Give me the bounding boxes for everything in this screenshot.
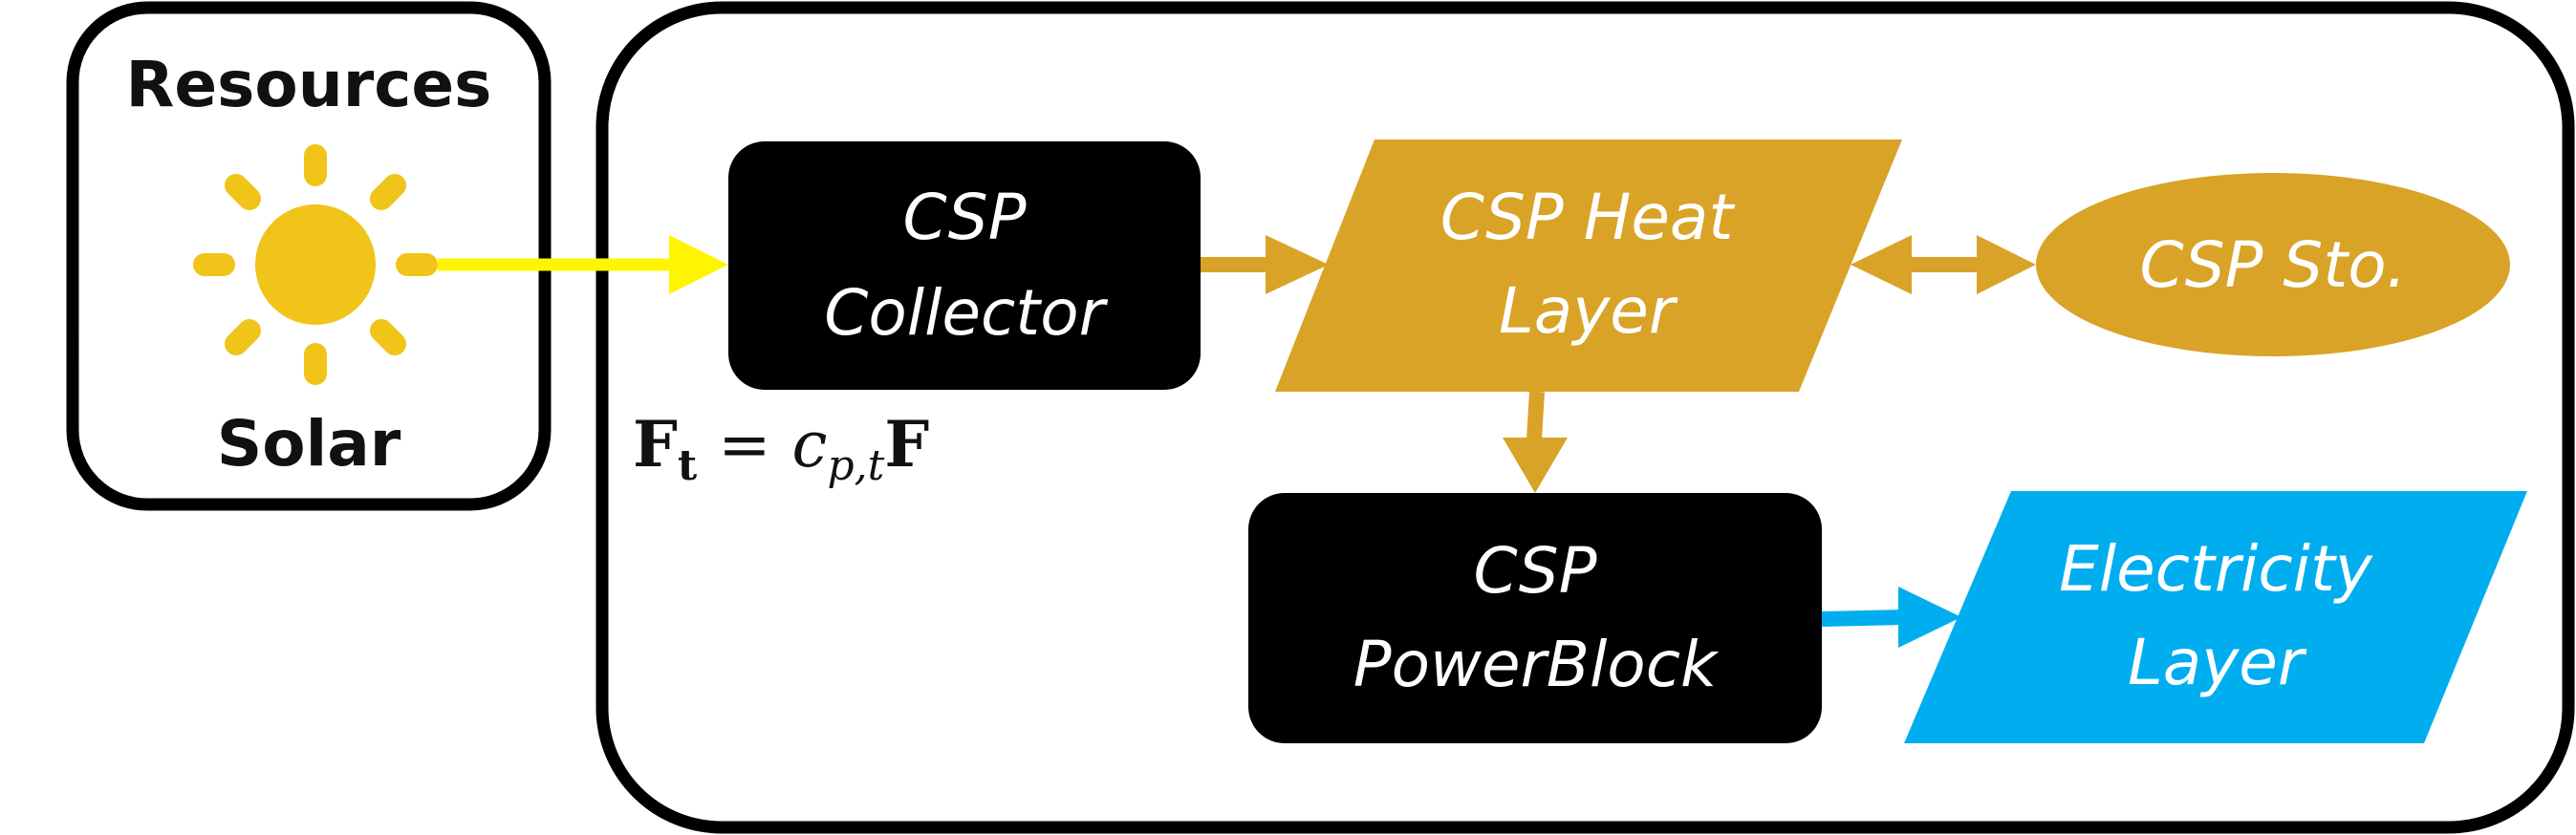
csp-collector-label-line2: Collector — [824, 276, 1108, 350]
csp-powerblock-label-line1: CSP — [1473, 534, 1596, 608]
csp-heat-layer-label-line2: Layer — [1499, 274, 1678, 348]
csp-heat-layer-label-line1: CSP Heat — [1440, 181, 1736, 254]
csp-powerblock-node: CSP PowerBlock — [1248, 493, 1822, 743]
csp-collector-label-line1: CSP — [902, 181, 1026, 254]
sun-icon — [193, 144, 438, 385]
formula-coef: c — [792, 408, 828, 482]
formula-equals: = — [718, 408, 770, 482]
capacity-factor-formula: Ft=cp,tF — [633, 407, 929, 490]
csp-collector-node: CSP Collector — [728, 141, 1201, 390]
resources-panel: Resources Solar — [66, 1, 552, 511]
electricity-layer-label-line1: Electricity — [2059, 532, 2373, 606]
formula-lhs: F — [633, 407, 678, 482]
formula-coef-sub: p,t — [827, 441, 884, 490]
collector-to-heat-arrow — [1201, 235, 1329, 294]
solar-to-collector-arrow — [438, 235, 728, 294]
resources-title: Resources — [126, 48, 492, 121]
csp-heat-layer-node: CSP Heat Layer — [1275, 139, 1902, 392]
csp-storage-label: CSP Sto. — [2139, 228, 2406, 302]
formula-lhs-sub: t — [678, 441, 698, 490]
solar-label: Solar — [217, 407, 401, 481]
heat-storage-bidirectional-arrow — [1851, 235, 2036, 294]
electricity-layer-node: Electricity Layer — [1904, 491, 2527, 743]
csp-storage-node: CSP Sto. — [2036, 173, 2510, 356]
csp-powerblock-label-line2: PowerBlock — [1353, 628, 1720, 701]
powerblock-to-electricity-arrow — [1821, 587, 1961, 648]
formula-rhs: F — [884, 407, 929, 482]
electricity-layer-label-line2: Layer — [2128, 626, 2307, 699]
csp-system-frame — [595, 1, 2575, 834]
heat-to-powerblock-arrow — [1503, 391, 1568, 493]
